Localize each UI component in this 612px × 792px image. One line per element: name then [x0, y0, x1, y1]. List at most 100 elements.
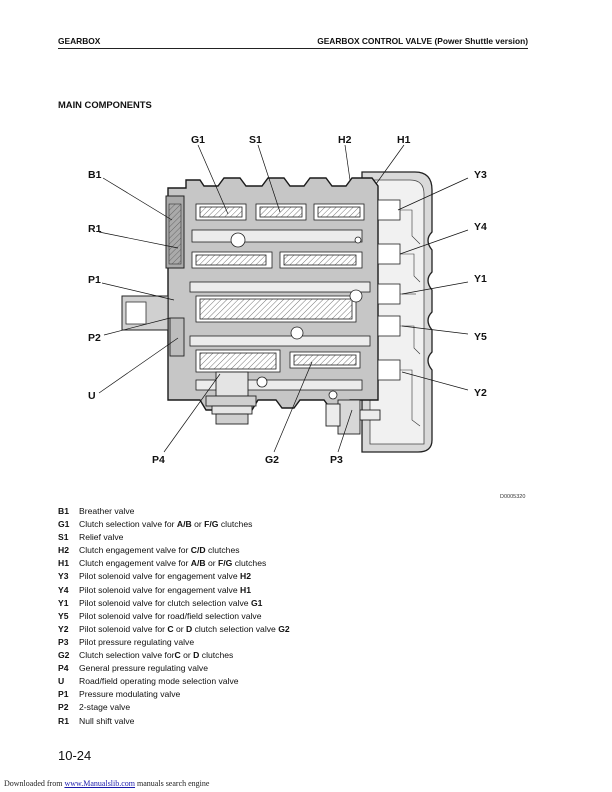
label-Y3: Y3 [474, 169, 487, 181]
legend-key: H1 [58, 558, 69, 569]
label-G2: G2 [265, 454, 279, 466]
legend-description: Clutch engagement valve for A/B or F/G c… [79, 558, 266, 568]
legend-description-part: H2 [240, 571, 251, 582]
legend-description-part: F/G [218, 558, 233, 569]
ports [230, 232, 363, 400]
solenoid-connectors [377, 199, 401, 381]
label-R1: R1 [88, 223, 102, 235]
footer-suffix: manuals search engine [135, 779, 210, 788]
legend-description: General pressure regulating valve [79, 663, 208, 673]
legend-description-part: D [186, 623, 193, 634]
label-B1: B1 [88, 169, 102, 181]
legend-description: Pilot pressure regulating valve [79, 637, 194, 647]
legend-description: Pilot solenoid valve for engagement valv… [79, 585, 251, 595]
label-H1: H1 [397, 134, 411, 146]
legend-description: Pilot solenoid valve for road/field sele… [79, 611, 261, 621]
label-Y2: Y2 [474, 387, 487, 399]
control-valve-diagram: G1 S1 H2 H1 B1 R1 P1 P2 U Y3 Y4 Y1 Y5 Y2… [88, 134, 525, 500]
legend-row: G2 Clutch selection valve forC or D clutc… [58, 649, 538, 662]
legend-row: Y4 Pilot solenoid valve for engagement va… [58, 584, 538, 597]
label-P4: P4 [152, 454, 165, 466]
pilot-regulator-fitting [325, 399, 381, 435]
legend-description-part: Road/field operating mode selection valv… [79, 676, 239, 687]
legend-key: P3 [58, 636, 69, 647]
legend-description-part: clutches [199, 650, 234, 661]
legend-description-part: 2-stage valve [79, 702, 131, 713]
legend-description-part: A/B [190, 558, 206, 569]
legend-description-part: Clutch selection valve for [79, 519, 177, 530]
legend-description: Clutch selection valve forC or D clutche… [79, 650, 233, 660]
legend-key: Y1 [58, 597, 69, 608]
legend-description-part: or [205, 558, 219, 569]
legend-row: H1 Clutch engagement valve for A/B or F/G… [58, 557, 538, 570]
legend-description: Clutch selection valve for A/B or F/G cl… [79, 519, 252, 529]
legend-description-part: Pilot pressure regulating valve [79, 636, 195, 647]
legend-row: Y3 Pilot solenoid valve for engagement va… [58, 570, 538, 583]
label-H2: H2 [338, 134, 352, 146]
main-components-heading: MAIN COMPONENTS [58, 99, 152, 110]
legend-key: H2 [58, 545, 69, 556]
label-Y4: Y4 [474, 221, 487, 233]
legend-key: Y3 [58, 571, 69, 582]
legend-description-part: Relief valve [79, 532, 124, 543]
legend-description-part: C [174, 650, 181, 661]
legend-description: Breather valve [79, 506, 134, 516]
legend-description-part: or [180, 650, 194, 661]
legend-description-part: clutch selection valve [192, 623, 279, 634]
legend-description-part: D [193, 650, 200, 661]
legend-description-part: Null shift valve [79, 715, 135, 726]
legend-key: R1 [58, 715, 69, 726]
legend-key: P2 [58, 702, 69, 713]
legend-key: S1 [58, 532, 69, 543]
legend-description: Null shift valve [79, 716, 134, 726]
spool-bores [189, 203, 371, 391]
legend-description-part: General pressure regulating valve [79, 663, 208, 674]
header-section-title: GEARBOX [58, 36, 101, 46]
label-S1: S1 [249, 134, 262, 146]
legend-key: G2 [58, 650, 70, 661]
legend-description-part: clutches [218, 519, 253, 530]
label-P1: P1 [88, 274, 101, 286]
legend-description-part: A/B [176, 519, 192, 530]
bottom-fitting [205, 371, 257, 425]
legend-description-part: G2 [278, 623, 290, 634]
legend-row: S1 Relief valve [58, 531, 538, 544]
label-P3: P3 [330, 454, 343, 466]
page-number: 10-24 [58, 748, 92, 763]
legend-description: Relief valve [79, 532, 123, 542]
legend-row: Y5 Pilot solenoid valve for road/field se… [58, 610, 538, 623]
legend-description-part: F/G [204, 519, 219, 530]
label-G1: G1 [191, 134, 205, 146]
legend-description-part: Pilot solenoid valve for [79, 623, 168, 634]
manualslib-link[interactable]: www.Manualslib.com [64, 779, 136, 788]
legend-description: Pressure modulating valve [79, 689, 180, 699]
drawing-code: D0005320 [500, 494, 525, 500]
legend-description-part: G1 [250, 597, 263, 608]
header-document-title: GEARBOX CONTROL VALVE (Power Shuttle ver… [317, 36, 528, 46]
legend-row: H2 Clutch engagement valve for C/D clutch… [58, 544, 538, 557]
legend-row: R1 Null shift valve [58, 715, 538, 728]
footer-prefix: Downloaded from [4, 779, 65, 788]
legend-key: Y5 [58, 610, 69, 621]
legend-description-part: or [173, 623, 187, 634]
legend-row: Y2 Pilot solenoid valve for C or D clutch… [58, 623, 538, 636]
legend-key: Y2 [58, 623, 69, 634]
legend-description-part: Pilot solenoid valve for engagement valv… [79, 571, 240, 582]
legend-description-part: C/D [190, 545, 206, 556]
legend-row: P2 2-stage valve [58, 701, 538, 714]
legend-description: Pilot solenoid valve for C or D clutch s… [79, 624, 290, 634]
legend-description-part: Pilot solenoid valve for road/field sele… [79, 610, 262, 621]
legend-description: 2-stage valve [79, 702, 130, 712]
label-Y5: Y5 [474, 331, 487, 343]
legend-row: P3 Pilot pressure regulating valve [58, 636, 538, 649]
legend-description-part: Clutch engagement valve for [79, 545, 191, 556]
legend-key: Y4 [58, 584, 69, 595]
legend-description-part: Clutch engagement valve for [79, 558, 191, 569]
legend-description-part: or [191, 519, 205, 530]
leader-lines [98, 144, 469, 453]
legend-description-part: clutches [205, 545, 240, 556]
